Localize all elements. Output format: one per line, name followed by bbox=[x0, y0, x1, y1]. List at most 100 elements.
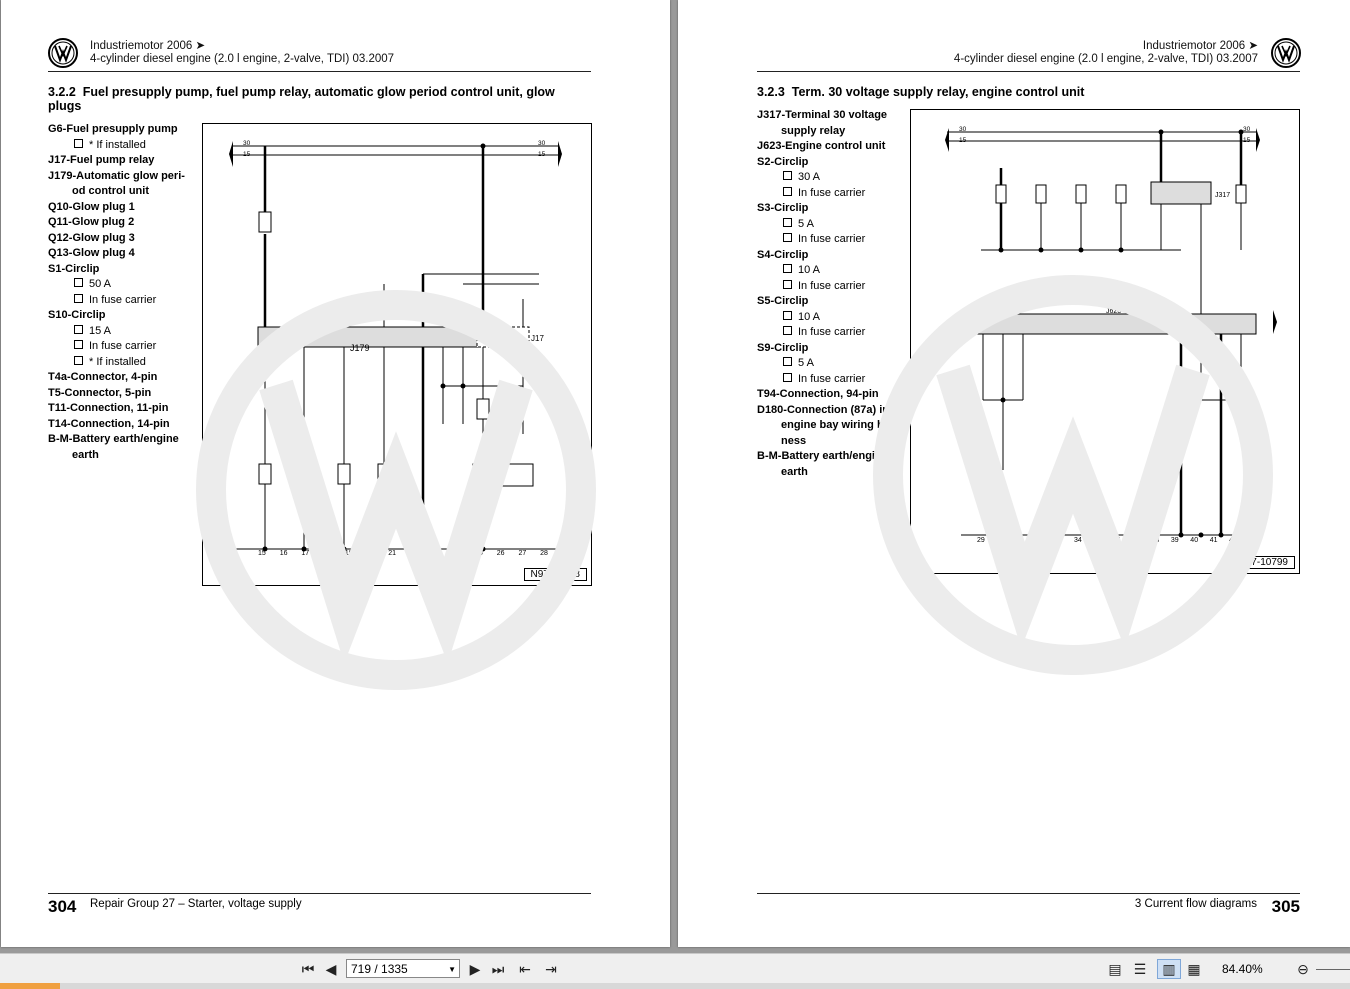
legend-value: Terminal 30 voltage bbox=[785, 109, 888, 121]
legend-value: Connection, 14-pin bbox=[70, 417, 170, 430]
diagram-code: N97-10798 bbox=[523, 568, 587, 581]
zoom-out-button[interactable]: ⊖ bbox=[1294, 960, 1312, 978]
continuous-facing-view-button[interactable]: ▦ bbox=[1185, 960, 1203, 978]
footer-rule bbox=[48, 893, 591, 894]
legend-item: T11-Connection, 11-pin bbox=[48, 401, 198, 417]
legend-value: Automatic glow peri- bbox=[76, 169, 185, 182]
header-line2: 4-cylinder diesel engine (2.0 l engine, … bbox=[953, 53, 1258, 65]
section-title: 3.2.2 Fuel presupply pump, fuel pump rel… bbox=[48, 85, 583, 113]
previous-page-button[interactable]: ◀ bbox=[322, 960, 340, 978]
go-forward-view-button[interactable]: ⇥ bbox=[542, 960, 560, 978]
circuit-position-number: 27 bbox=[518, 550, 527, 557]
legend-subitem: 30 A bbox=[798, 171, 821, 183]
zoom-slider[interactable] bbox=[1316, 969, 1350, 970]
legend-item: earth bbox=[781, 465, 808, 478]
header-line1: Industriemotor 2006 ➤ bbox=[90, 40, 206, 52]
legend-subitem: In fuse carrier bbox=[798, 279, 866, 292]
zoom-level[interactable]: 84.40% bbox=[1222, 962, 1263, 976]
checkbox-bullet-icon bbox=[74, 278, 83, 287]
legend-item: 15 A bbox=[48, 324, 198, 340]
section-heading: Fuel presupply pump, fuel pump relay, au… bbox=[48, 85, 555, 113]
circuit-position-number: 17 bbox=[301, 550, 310, 557]
legend-item: 10 A bbox=[757, 310, 907, 326]
svg-text:15: 15 bbox=[959, 137, 967, 144]
continuous-facing-icon: ▦ bbox=[1187, 961, 1201, 977]
left-page: Industriemotor 2006 ➤ 4-cylinder diesel … bbox=[1, 0, 670, 947]
legend-value: Glow plug 4 bbox=[72, 247, 135, 259]
header-rule bbox=[48, 71, 591, 72]
footer-text: Repair Group 27 – Starter, voltage suppl… bbox=[90, 898, 302, 910]
next-page-button[interactable]: ▶ bbox=[466, 960, 484, 978]
continuous-view-button[interactable]: ☰ bbox=[1131, 960, 1149, 978]
legend-key: T14- bbox=[48, 417, 71, 430]
legend-key: D180- bbox=[757, 403, 787, 416]
single-page-view-button[interactable]: ▤ bbox=[1106, 960, 1124, 978]
checkbox-bullet-icon bbox=[783, 233, 792, 242]
legend-item: engine bay wiring har- bbox=[781, 419, 898, 431]
legend-key: T94- bbox=[757, 388, 780, 400]
last-page-button[interactable]: ⏭ bbox=[489, 960, 507, 978]
go-back-view-button[interactable]: ⇤ bbox=[516, 960, 534, 978]
legend-item: Q11-Glow plug 2 bbox=[48, 215, 198, 231]
circuit-position-number: 18 bbox=[323, 550, 331, 557]
circuit-position-number: 26 bbox=[496, 550, 505, 557]
first-page-icon: ⏮ bbox=[301, 961, 315, 977]
circuit-position-number: 31 bbox=[1015, 537, 1024, 544]
facing-pages-view-button[interactable]: ▥ bbox=[1157, 959, 1181, 979]
svg-text:30: 30 bbox=[538, 140, 546, 147]
page-number-field[interactable]: 719 / 1335 ▼ bbox=[346, 959, 460, 978]
svg-text:30: 30 bbox=[959, 126, 967, 133]
page-header: Industriemotor 2006 ➤ 4-cylinder diesel … bbox=[90, 40, 394, 66]
legend-value: Glow plug 3 bbox=[72, 231, 135, 244]
legend-item: B-M-Battery earth/engine bbox=[48, 432, 198, 448]
vw-logo-icon bbox=[1271, 38, 1301, 68]
circuit-position-number: 39 bbox=[1170, 537, 1179, 544]
legend-subitem: 10 A bbox=[798, 264, 821, 276]
legend-item: * If installed bbox=[48, 355, 198, 371]
legend-key: S10- bbox=[48, 309, 72, 321]
header-rule bbox=[757, 71, 1300, 72]
header-line2: 4-cylinder diesel engine (2.0 l engine, … bbox=[90, 53, 395, 65]
first-page-button[interactable]: ⏮ bbox=[299, 960, 317, 978]
legend-subitem: In fuse carrier bbox=[798, 326, 866, 338]
legend-value: Glow plug 1 bbox=[72, 200, 135, 213]
legend-key: Q13- bbox=[48, 247, 73, 259]
page-header: Industriemotor 2006 ➤ 4-cylinder diesel … bbox=[954, 40, 1258, 66]
checkbox-bullet-icon bbox=[74, 340, 83, 349]
legend-item: 30 A bbox=[757, 170, 907, 186]
legend-item: 50 A bbox=[48, 277, 198, 293]
legend-item: earth bbox=[72, 448, 99, 461]
circuit-position-number: 35 bbox=[1093, 537, 1102, 544]
legend-value: Connection, 94-pin bbox=[779, 388, 879, 400]
single-page-icon: ▤ bbox=[1108, 961, 1122, 977]
circuit-position-number: 28 bbox=[540, 550, 548, 557]
legend-key: S5- bbox=[757, 295, 775, 307]
legend-item: S10-Circlip bbox=[48, 308, 198, 324]
legend-key: T11- bbox=[48, 402, 71, 414]
legend-item: S9-Circlip bbox=[757, 341, 907, 357]
last-page-icon: ⏭ bbox=[491, 961, 505, 977]
page-indicator: 719 / 1335 bbox=[351, 962, 408, 976]
legend-item: 5 A bbox=[757, 356, 907, 372]
legend-item: G6-Fuel presupply pump bbox=[48, 122, 198, 138]
footer-text: 3 Current flow diagrams bbox=[1134, 898, 1257, 910]
legend-item: ness bbox=[781, 434, 807, 447]
forward-view-icon: ⇥ bbox=[545, 961, 557, 977]
right-page: Industriemotor 2006 ➤ 4-cylinder diesel … bbox=[678, 0, 1350, 947]
circuit-position-number: 29 bbox=[977, 537, 985, 544]
legend-item: T14-Connection, 14-pin bbox=[48, 417, 198, 433]
legend-item: In fuse carrier bbox=[757, 232, 907, 248]
taskbar-active-item[interactable] bbox=[0, 983, 60, 989]
legend-value: Circlip bbox=[774, 155, 809, 168]
checkbox-bullet-icon bbox=[783, 326, 792, 335]
legend-item: supply relay bbox=[781, 124, 846, 137]
svg-text:15: 15 bbox=[538, 151, 546, 158]
legend-key: B-M- bbox=[757, 450, 782, 462]
vw-logo-icon bbox=[48, 38, 78, 68]
legend-subitem: * If installed bbox=[89, 355, 146, 368]
checkbox-bullet-icon bbox=[783, 372, 792, 382]
svg-text:15: 15 bbox=[243, 151, 251, 158]
